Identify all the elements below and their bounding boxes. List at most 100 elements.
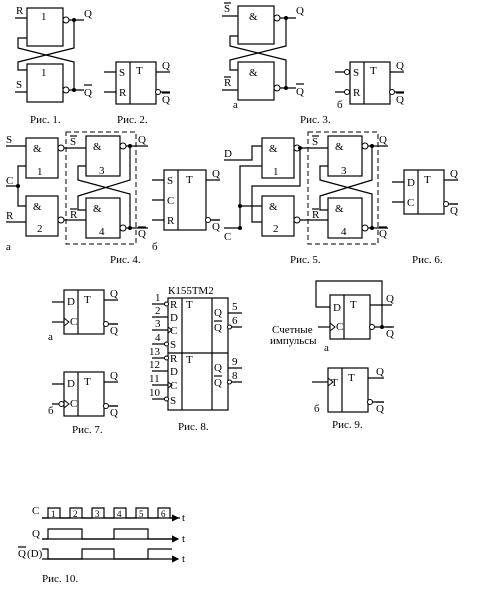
fig1-inv-top bbox=[62, 16, 70, 24]
caption-fig3: Рис. 3. bbox=[300, 114, 331, 126]
figure-3b: S R T Q Q б Рис. 3. bbox=[300, 60, 404, 126]
fig4-gate-2-amp: & bbox=[33, 201, 42, 213]
fig2-type-t: T bbox=[136, 65, 143, 77]
fig9b-out-q: Q bbox=[376, 366, 384, 378]
fig5-gate-2-amp: & bbox=[269, 201, 278, 213]
fig4-gate-1 bbox=[25, 137, 59, 179]
fig3-input-r: R bbox=[224, 77, 232, 89]
fig3-gate-bottom bbox=[237, 61, 275, 101]
fig4-gate-4-amp: & bbox=[93, 203, 102, 215]
fig4-gate-3-num: 3 bbox=[99, 165, 105, 177]
fig1-input-s: S bbox=[16, 79, 22, 91]
fig3b-pin-s: S bbox=[353, 67, 359, 79]
fig7a-pin-c: C bbox=[70, 316, 77, 328]
fig7a-type-t: T bbox=[84, 294, 91, 306]
fig7b-pin-c: C bbox=[70, 398, 77, 410]
fig5-gate-1-amp: & bbox=[269, 143, 278, 155]
fig8-chip-body bbox=[167, 297, 229, 411]
fig5-output-qbar: Q bbox=[379, 228, 387, 240]
fig10-axis-t1: t bbox=[182, 512, 185, 524]
fig5-gate-1 bbox=[261, 137, 295, 179]
fig8-out-label-q1: Q bbox=[214, 307, 222, 319]
fig10-clock-wave bbox=[42, 507, 180, 519]
fig9-pulses-line1: Счетные bbox=[272, 324, 313, 336]
fig8-pin-3: 3 bbox=[155, 318, 161, 330]
figure-5: & 1 & 2 D C & 3 & 4 S R Q Q Рис. 5. bbox=[224, 131, 388, 266]
fig3b-type-t: T bbox=[370, 65, 377, 77]
fig2-out-qbar: Q bbox=[162, 94, 170, 106]
fig5-latch-r: R bbox=[312, 209, 320, 221]
fig10-pulse-number: 3 bbox=[95, 509, 100, 519]
fig8-pin-9: 9 bbox=[232, 356, 238, 368]
fig8-pin-label-s2: S bbox=[170, 395, 176, 407]
fig3-gate-bottom-label: & bbox=[249, 67, 258, 79]
fig7a-block bbox=[63, 289, 105, 335]
figure-4a: & 1 & 2 S C R & 3 & 4 S R Q Q а bbox=[6, 131, 148, 253]
fig10-label-q: Q bbox=[32, 528, 40, 540]
fig8-pin-8: 8 bbox=[232, 370, 238, 382]
fig2-pin-s: S bbox=[119, 67, 125, 79]
figure-7b: D C T Q Q б Рис. 7. bbox=[48, 370, 118, 436]
fig1-inv-bottom bbox=[62, 86, 70, 94]
fig9a-pin-d: D bbox=[333, 302, 341, 314]
figure-4b: S C R T Q Q б Рис. 4. bbox=[110, 168, 220, 266]
fig4-gate-3 bbox=[85, 135, 121, 177]
fig5-dashed-latch bbox=[307, 131, 379, 245]
fig7a-out-q: Q bbox=[110, 288, 118, 300]
fig9a-pin-c: C bbox=[336, 321, 343, 333]
fig8-pin-label-c2: C bbox=[170, 380, 177, 392]
fig5-latch-s: S bbox=[312, 136, 318, 148]
fig9a-out-q: Q bbox=[386, 293, 394, 305]
fig1-gate-bottom bbox=[26, 63, 64, 103]
fig8-pin-11: 11 bbox=[149, 373, 160, 385]
fig7b-type-t: T bbox=[84, 376, 91, 388]
fig4-latch-r: R bbox=[70, 209, 78, 221]
fig7b-out-q: Q bbox=[110, 370, 118, 382]
fig4b-pin-r: R bbox=[167, 215, 175, 227]
fig3b-block bbox=[349, 61, 391, 105]
fig9b-out-qbar: Q bbox=[376, 403, 384, 415]
fig8-pin-label-r1: R bbox=[170, 299, 178, 311]
fig3-output-q: Q bbox=[296, 5, 304, 17]
fig9-pulses-line2: импульсы bbox=[270, 335, 317, 347]
fig9a-out-qbar: Q bbox=[386, 328, 394, 340]
fig4b-block bbox=[163, 169, 207, 231]
fig7b-out-qbar: Q bbox=[110, 407, 118, 419]
fig4b-pin-c: C bbox=[167, 195, 174, 207]
fig8-type-t1: T bbox=[186, 299, 193, 311]
fig9b-pin-t: T bbox=[331, 377, 338, 389]
fig4-gate-4-num: 4 bbox=[99, 226, 105, 238]
fig4-gate-2 bbox=[25, 195, 59, 237]
fig4-input-c: C bbox=[6, 175, 13, 187]
caption-fig2: Рис. 2. bbox=[117, 114, 148, 126]
fig10-pulse-number: 2 bbox=[73, 509, 78, 519]
fig5-input-c: C bbox=[224, 231, 231, 243]
fig8-type-t2: T bbox=[186, 354, 193, 366]
fig2-pin-r: R bbox=[119, 87, 127, 99]
figure-9a: D C T Q Q Счетные импульсы а bbox=[270, 280, 394, 354]
fig3-output-qbar: Q bbox=[296, 86, 304, 98]
figure-3a: & & S R Q Q а bbox=[222, 2, 304, 111]
fig8-out-label-q2: Q bbox=[214, 362, 222, 374]
fig9a-block bbox=[329, 294, 371, 340]
fig1-gate-bottom-label: 1 bbox=[41, 67, 47, 79]
figure-8: К155ТМ2 R D C S T Q Q R D C S T Q Q 1 2 … bbox=[149, 285, 242, 433]
fig10-pulse-number: 6 bbox=[161, 509, 166, 519]
caption-fig8: Рис. 8. bbox=[178, 421, 209, 433]
caption-fig10: Рис. 10. bbox=[42, 573, 78, 585]
fig5-gate-4-amp: & bbox=[335, 203, 344, 215]
fig6-pin-d: D bbox=[407, 177, 415, 189]
fig4-gate-1-num: 1 bbox=[37, 166, 43, 178]
fig4-gate-1-amp: & bbox=[33, 143, 42, 155]
fig4-latch-s: S bbox=[70, 136, 76, 148]
fig5-gate-2 bbox=[261, 195, 295, 237]
figure-9b: T T Q Q б Рис. 9. bbox=[312, 366, 384, 431]
fig9a-sub-a: а bbox=[324, 342, 329, 354]
fig7a-pin-d: D bbox=[67, 296, 75, 308]
fig5-gate-1-num: 1 bbox=[273, 166, 279, 178]
fig2-out-q: Q bbox=[162, 60, 170, 72]
fig7a-sub-a: а bbox=[48, 331, 53, 343]
fig4-input-s: S bbox=[6, 134, 12, 146]
fig10-qbar-wave bbox=[42, 548, 172, 560]
fig8-pin-label-s1: S bbox=[170, 339, 176, 351]
